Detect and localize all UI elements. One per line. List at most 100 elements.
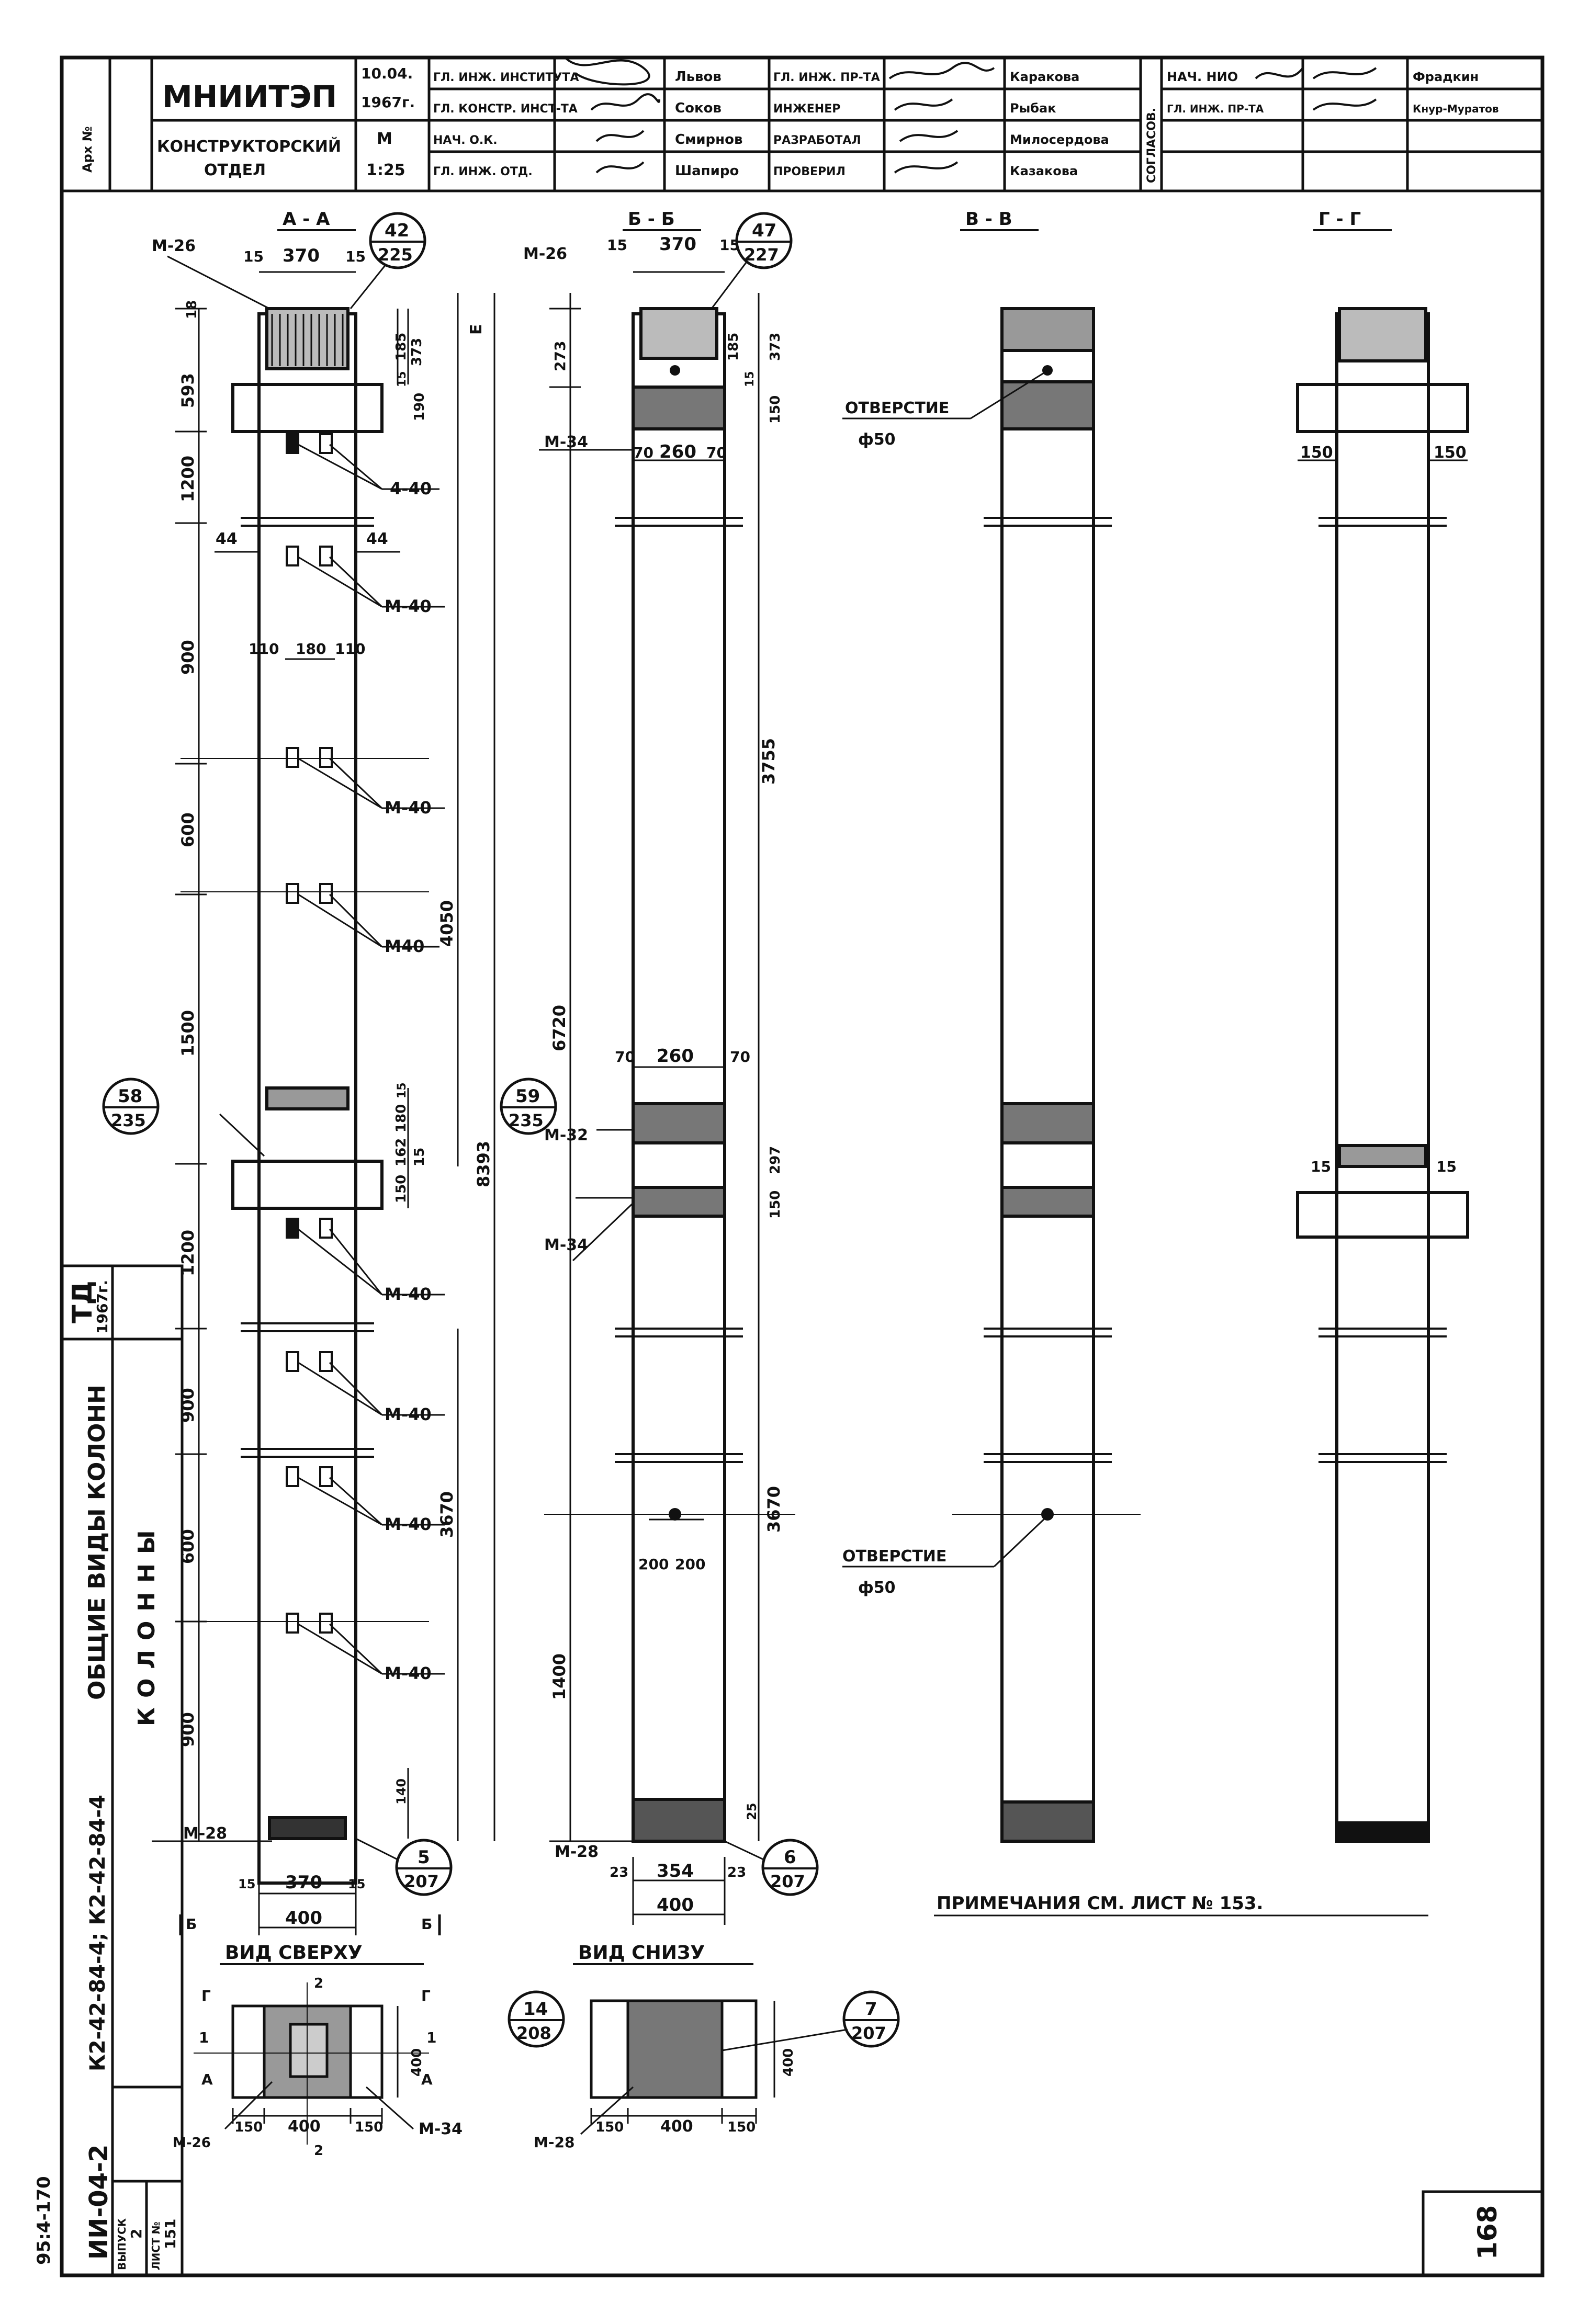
year: 1967г. [361,94,415,111]
page-number-box [1422,2190,1544,2277]
aa-mark-b: Б [186,1915,197,1933]
bb-mid2-w1: 70 [615,1048,635,1065]
role2-3: РАЗРАБОТАЛ [773,134,861,147]
aa-side-2: 44 [366,530,388,548]
aa-mid-2: 162 [393,1138,409,1166]
column-bb [632,307,726,1843]
bubble-6: 6 207 [761,1839,819,1896]
name-2-3: Милосердова [1010,132,1109,147]
view-top-mark-2a: 2 [314,1976,323,1991]
gg-w4: 15 [1436,1158,1457,1175]
note: ПРИМЕЧАНИЯ СМ. ЛИСТ № 153. [937,1893,1263,1914]
bb-d3: 373 [768,333,783,361]
bb-m26: М-26 [523,245,567,263]
vv-hole-dia-mid: ф50 [858,1579,896,1597]
aa-side-1: 44 [216,530,238,548]
stamp-sheet: 151 [162,2219,179,2249]
aa-m40-4: М-40 [385,1404,432,1424]
break-lines-vv [952,517,1141,1515]
bb-b25: 25 [745,1803,759,1820]
svg-text:42: 42 [385,220,409,241]
view-top-mark-g1: Г [201,1987,211,2004]
bb-bottom-2: 354 [657,1861,694,1881]
view-top-m26: М-26 [173,2135,211,2151]
bb-m34-top: М-34 [544,433,588,451]
aa-left-4: 600 [178,812,198,847]
column-vv [1000,307,1095,1843]
aa-total: 8393 [474,1141,493,1187]
aa-left-3: 900 [178,640,198,675]
stamp-year: 1967г. [94,1280,111,1334]
aa-hole-sp-2: 180 [296,640,326,657]
vv-hole-label-mid: ОТВЕРСТИЕ [842,1547,946,1566]
view-top-dim-1: 150 [234,2119,263,2135]
name-2-2: Рыбак [1010,101,1056,116]
aa-m40-5: М-40 [385,1514,432,1534]
aa-top-w2: 370 [283,245,320,266]
view-top-mark-2b: 2 [314,2143,323,2159]
view-top-mark-1a: 1 [199,2029,209,2046]
aa-hole-sp-3: 110 [335,640,365,657]
agree-name-1: Фрадкин [1413,70,1479,84]
vv-leader-top-2 [970,370,1047,420]
date: 10.04. [361,65,413,82]
aa-left-5: 1500 [178,1010,198,1057]
bubble-14: 14 208 [508,1990,565,2048]
bb-d4: 150 [768,395,783,424]
view-top-dim-3: 150 [355,2119,383,2135]
aa-left-2: 1200 [178,456,198,502]
aa-m40-2: М-40 [385,798,432,818]
bubble-7: 7 207 [842,1990,900,2048]
bb-upper: 3755 [759,738,779,785]
bb-mid-w2: 260 [659,441,696,462]
view-top-mark-a1: А [201,2071,213,2088]
view-bottom-m28: М-28 [534,2134,574,2151]
aa-m40-1: М-40 [385,596,432,616]
role-1: ГЛ. ИНЖ. ИНСТИТУТА [433,71,579,84]
dims-aa-lines [175,271,495,1935]
svg-text:207: 207 [851,2023,886,2043]
aa-m26: М-26 [152,237,196,255]
stamp-code: ТД [67,1280,98,1323]
side-stamp [60,1264,184,2277]
bb-bottom-total: 400 [657,1895,694,1915]
aa-bottom-h: 140 [394,1778,409,1805]
bb-total: 6720 [549,1005,569,1051]
stamp-sheet-label: ЛИСТ № [150,2221,162,2270]
head-name: Львов [675,69,722,85]
aa-left-1: 593 [178,373,198,408]
agreed-label: СОГЛАСОВ. [1145,108,1158,183]
bb-m32: М-32 [544,1126,588,1144]
aa-top-w3: 15 [345,248,366,265]
aa-m40c: 4-40 [390,479,432,498]
svg-text:208: 208 [516,2023,551,2043]
aa-m40b: М40 [385,936,424,956]
aa-mid-1: 180 [393,1104,409,1132]
dept-line1: КОНСТРУКТОРСКИЙ [157,137,341,156]
page-number: 168 [1472,2205,1503,2260]
vv-hole-dia-top: ф50 [858,430,896,449]
bb-mid2-w3: 70 [730,1048,750,1065]
bb-m34: М-34 [544,1236,588,1254]
svg-text:5: 5 [418,1847,430,1868]
view-top-mark-1b: 1 [426,2029,436,2046]
svg-text:6: 6 [784,1847,796,1868]
aa-bottom-total: 400 [285,1908,322,1929]
aa-m40-3: М-40 [385,1284,432,1304]
name-2-1: Каракова [1010,70,1079,84]
view-bottom-height: 400 [781,2048,796,2077]
stamp-series: ИИ-04-2 [84,2145,114,2260]
title-block [62,58,1542,192]
bb-d1: 273 [551,341,569,371]
view-top-m34: М-34 [419,2120,463,2138]
view-top-dim-2: 400 [288,2117,321,2136]
view-bottom-dim-1: 150 [595,2119,624,2135]
bb-m297: 297 [768,1146,783,1174]
bb-mid-w3: 70 [706,444,727,461]
bubble-47: 47 227 [735,212,793,269]
svg-text:59: 59 [515,1086,540,1107]
org-name: МНИИТЭП [162,79,337,115]
section-aa: А - А [283,209,330,230]
name-1-2: Соков [675,100,722,116]
section-bb: Б - Б [628,209,675,230]
